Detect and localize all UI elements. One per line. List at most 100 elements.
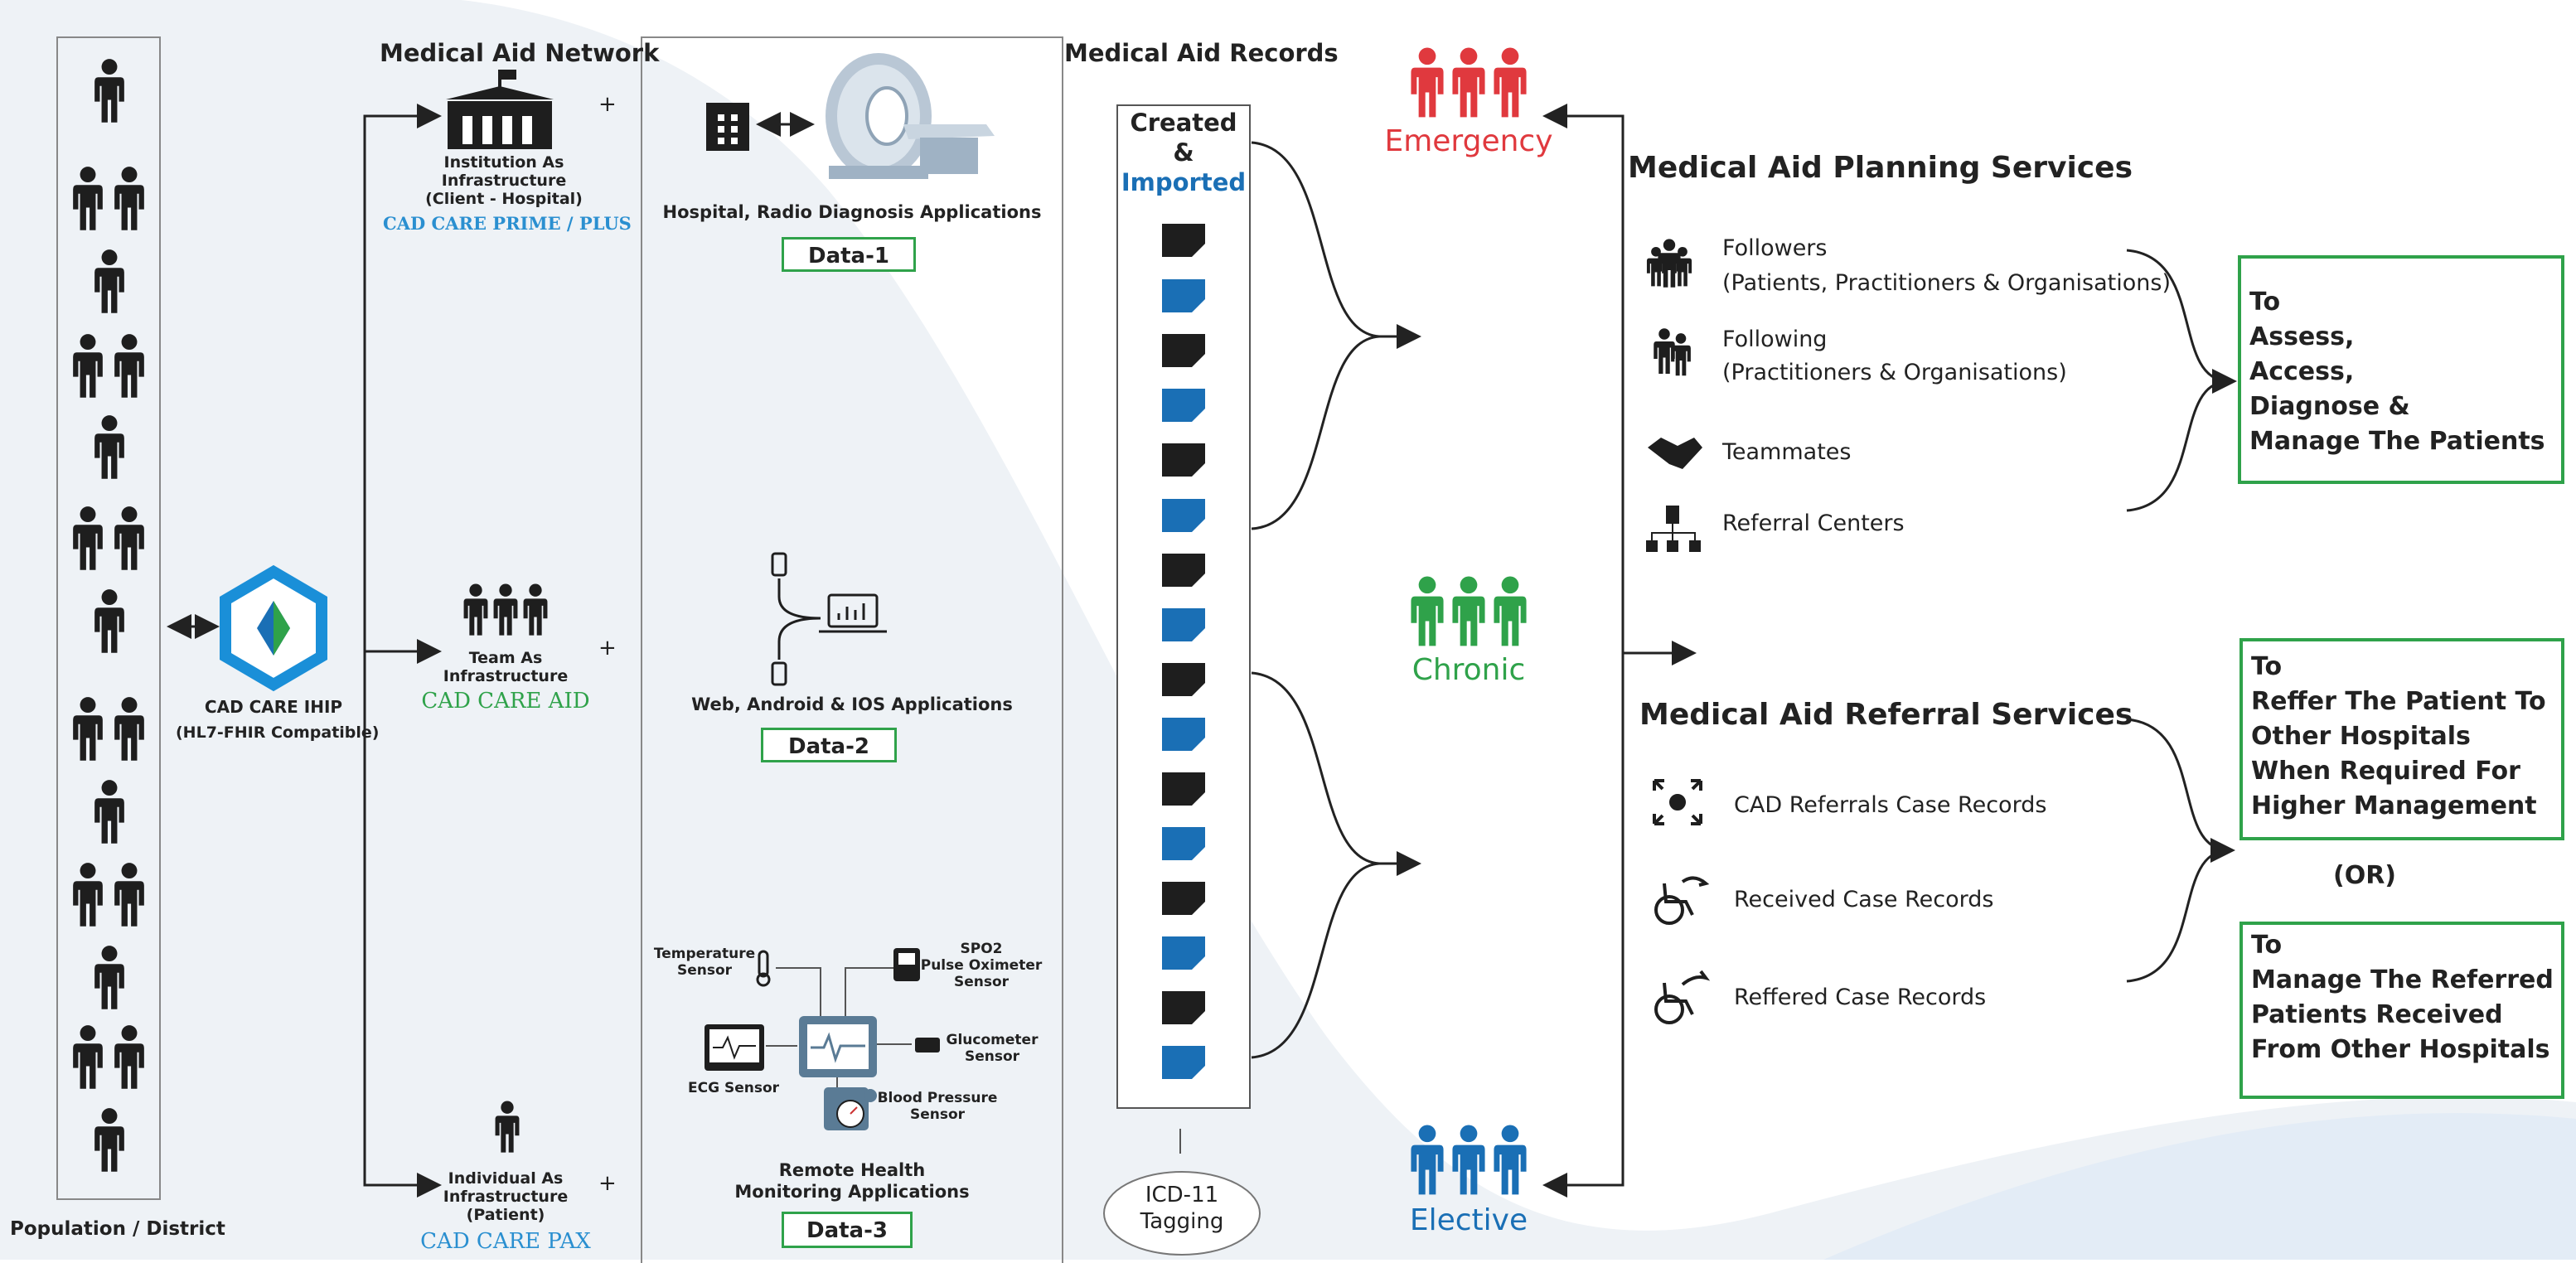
individual-line-3: (Patient) — [466, 1206, 545, 1224]
individual-product: CAD CARE PAX — [420, 1229, 591, 1254]
applications-panel — [641, 36, 1063, 1263]
records-imported: Imported — [1121, 168, 1247, 196]
hospital-app-label: Hospital, Radio Diagnosis Applications — [662, 202, 1042, 222]
bp-label-2: Sensor — [909, 1106, 966, 1123]
temperature-sensor-label-1: Temperature — [653, 946, 756, 962]
icd-tagging-ellipse — [1103, 1171, 1261, 1256]
hospital-building-icon — [706, 103, 749, 151]
referral-outcome1-line-4: When Required For — [2251, 757, 2520, 786]
team-plus: + — [598, 636, 617, 661]
spo2-label-3: Sensor — [953, 974, 1010, 990]
team-line-1: Team As — [468, 649, 543, 667]
planning-item-following-sub: (Practitioners & Organisations) — [1722, 360, 2067, 385]
data-2-label: Data-2 — [761, 728, 897, 762]
planning-outcome-line-3: Access, — [2249, 357, 2355, 386]
population-column — [56, 36, 161, 1200]
temperature-sensor-icon — [756, 950, 771, 987]
mobile-and-laptop-icons — [771, 552, 887, 686]
records-created: Created — [1130, 109, 1237, 137]
record-document-icons — [1162, 224, 1205, 1079]
referral-or-label: (OR) — [2332, 861, 2397, 890]
ecg-sensor-icon — [705, 1024, 764, 1071]
planning-item-referral-centers: Referral Centers — [1722, 511, 1905, 536]
chronic-people-icon — [1411, 576, 1527, 646]
planning-title: Medical Aid Planning Services — [1628, 151, 2133, 185]
records-title: Medical Aid Records — [1064, 39, 1339, 67]
data-1-label: Data-1 — [782, 237, 916, 272]
referral-title: Medical Aid Referral Services — [1639, 698, 2133, 732]
referral-outcome-box-1 — [2239, 638, 2564, 840]
remote-app-label-2: Monitoring Applications — [734, 1182, 970, 1202]
received-wheelchair-icon — [1654, 876, 1710, 925]
emergency-label: Emergency — [1384, 124, 1553, 158]
web-app-label: Web, Android & IOS Applications — [691, 694, 1013, 714]
spo2-label-2: Pulse Oximeter — [920, 957, 1043, 974]
spo2-label-1: SPO2 — [960, 941, 1003, 957]
hub-subtitle: (HL7-FHIR Compatible) — [176, 723, 380, 742]
elective-people-icon — [1411, 1125, 1527, 1195]
emergency-people-icon — [1411, 47, 1527, 118]
planning-item-teammates: Teammates — [1722, 439, 1852, 465]
referred-wheelchair-icon — [1654, 970, 1711, 1024]
icd-tag-line-1: ICD-11 — [1145, 1183, 1219, 1207]
referral-item-referred: Reffered Case Records — [1734, 985, 1987, 1010]
referral-outcome1-line-2: Reffer The Patient To — [2251, 687, 2546, 716]
individual-plus: + — [598, 1171, 617, 1196]
institution-product: CAD CARE PRIME / PLUS — [383, 213, 632, 234]
hub-title: CAD CARE IHIP — [204, 697, 343, 717]
mri-scanner-icon — [826, 53, 995, 179]
referral-outcome2-line-1: To — [2251, 931, 2283, 960]
referral-item-cad: CAD Referrals Case Records — [1734, 792, 2047, 818]
network-title: Medical Aid Network — [380, 39, 660, 67]
data-3-label: Data-3 — [782, 1212, 913, 1248]
team-product: CAD CARE AID — [421, 689, 590, 714]
teammates-handshake-icon — [1648, 438, 1702, 469]
team-line-2: Infrastructure — [443, 667, 569, 685]
records-amp: & — [1173, 138, 1194, 167]
team-people-icon — [463, 583, 548, 636]
temperature-sensor-label-2: Sensor — [676, 962, 733, 979]
institution-line-2: Infrastructure — [441, 172, 567, 190]
planning-item-following: Following — [1722, 327, 1828, 352]
referral-outcome-box-2 — [2239, 922, 2564, 1099]
institution-line-3: (Client - Hospital) — [425, 190, 583, 208]
chronic-label: Chronic — [1411, 653, 1526, 687]
referral-outcome1-line-5: Higher Management — [2251, 791, 2537, 820]
referral-outcome2-line-3: Patients Received — [2251, 1000, 2503, 1029]
institution-building-icon — [446, 70, 554, 149]
planning-outcome-line-1: To — [2249, 288, 2281, 317]
planning-outcome-line-4: Diagnose & — [2249, 392, 2410, 421]
glucometer-label-1: Glucometer — [946, 1032, 1039, 1048]
planning-outcome-line-5: Manage The Patients — [2249, 427, 2545, 456]
cad-referrals-icon — [1653, 779, 1702, 825]
planning-item-followers-sub: (Patients, Practitioners & Organisations… — [1722, 270, 2171, 296]
individual-line-2: Infrastructure — [443, 1188, 569, 1206]
referral-outcome1-line-3: Other Hospitals — [2251, 722, 2471, 751]
spo2-sensor-icon — [893, 948, 920, 981]
remote-monitoring-hub-icon — [799, 1016, 877, 1077]
glucometer-label-2: Sensor — [964, 1048, 1020, 1065]
population-label: Population / District — [10, 1218, 225, 1240]
following-icon — [1654, 328, 1691, 376]
followers-icon — [1646, 239, 1692, 288]
blood-pressure-sensor-icon — [824, 1087, 877, 1130]
planning-outcome-line-2: Assess, — [2249, 322, 2355, 351]
remote-app-label-1: Remote Health — [778, 1160, 926, 1180]
glucometer-sensor-icon — [915, 1038, 940, 1052]
cad-care-logo-icon — [220, 564, 327, 692]
individual-line-1: Individual As — [448, 1169, 564, 1188]
planning-outcome-box — [2238, 255, 2564, 484]
referral-outcome2-line-4: From Other Hospitals — [2251, 1035, 2550, 1064]
institution-plus: + — [598, 92, 617, 117]
referral-outcome1-line-1: To — [2251, 652, 2283, 681]
population-people-icons — [73, 59, 144, 1172]
bp-label-1: Blood Pressure — [877, 1090, 998, 1106]
institution-line-1: Institution As — [443, 153, 564, 172]
referral-centers-icon — [1646, 506, 1701, 552]
elective-label: Elective — [1409, 1203, 1528, 1237]
planning-item-followers: Followers — [1722, 235, 1828, 261]
icd-tag-line-2: Tagging — [1140, 1209, 1224, 1234]
referral-outcome2-line-2: Manage The Referred — [2251, 965, 2554, 994]
